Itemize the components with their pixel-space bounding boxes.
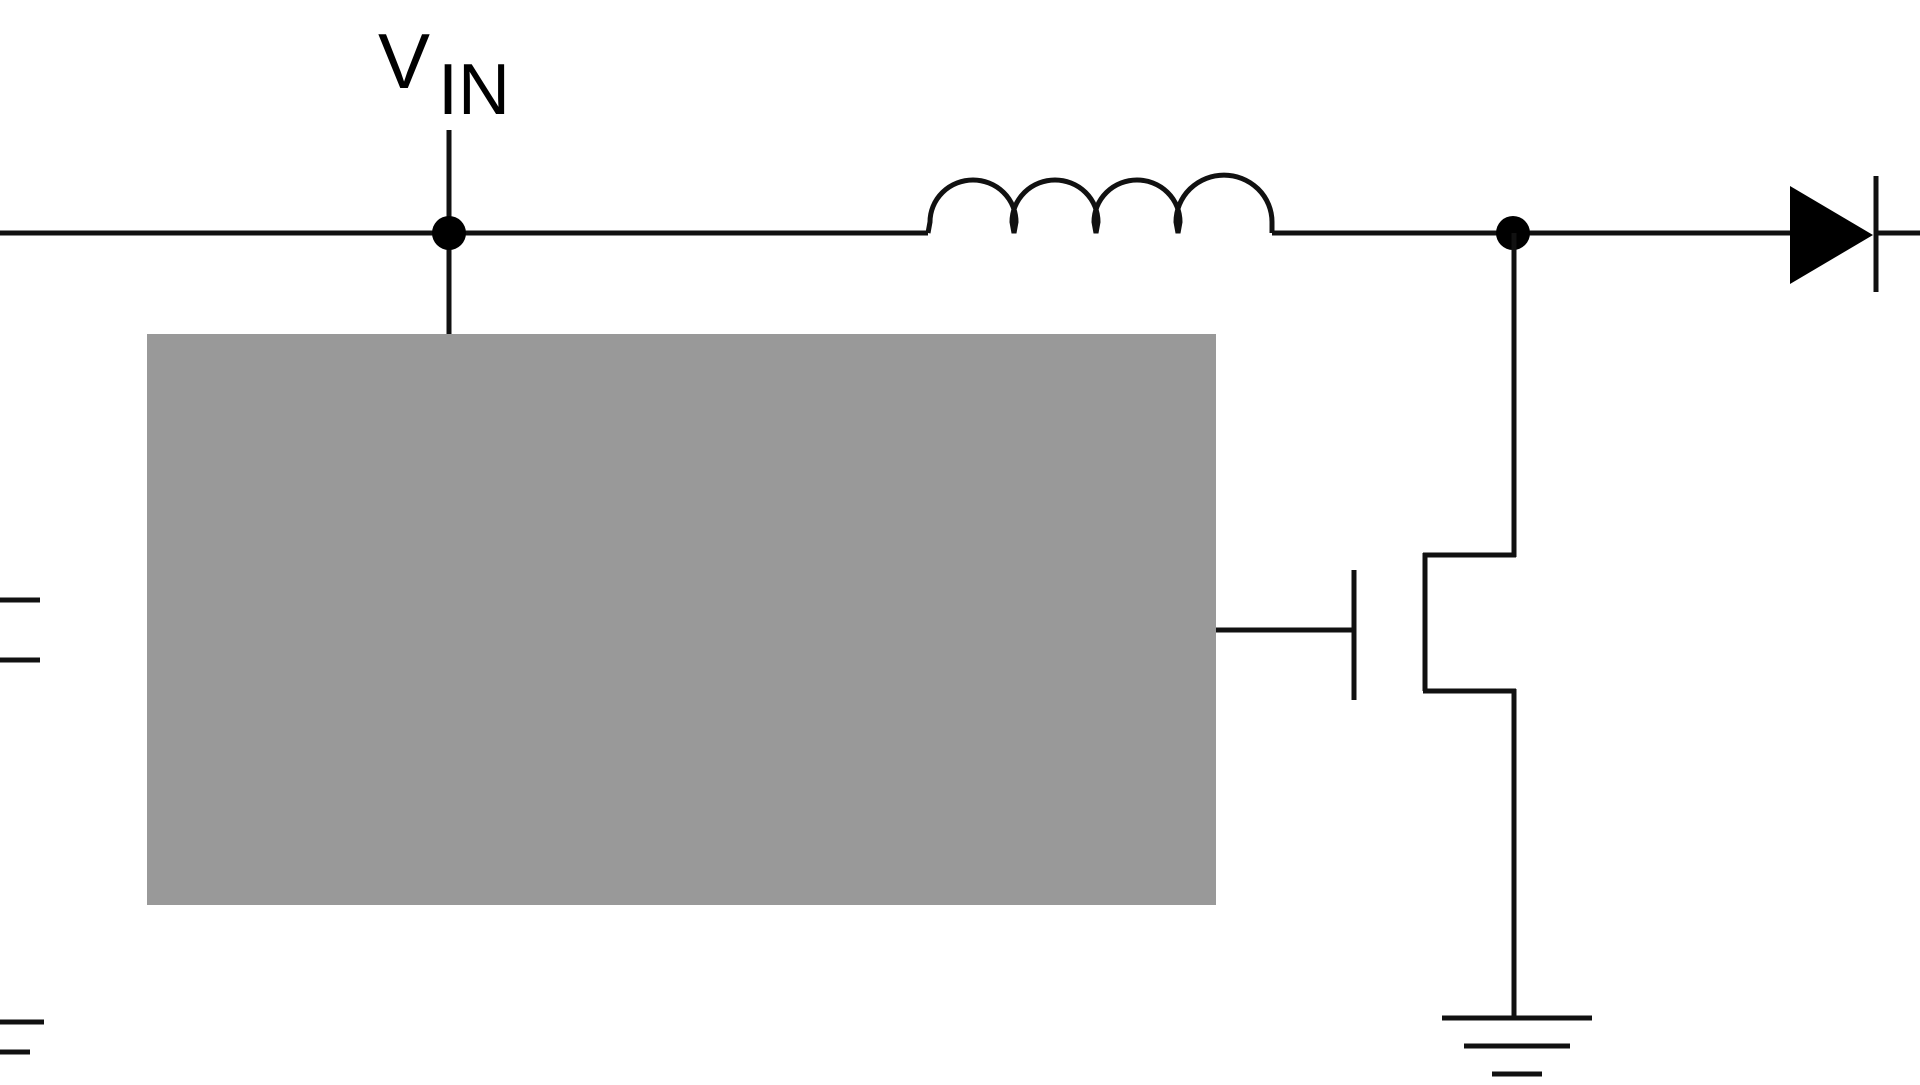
- left-edge-pin-marks: [0, 597, 44, 1055]
- vin-label-subscript: IN: [438, 50, 510, 130]
- inductor: [925, 172, 1275, 234]
- output-diode: [1790, 176, 1920, 292]
- vin-label-main: V: [378, 17, 430, 105]
- controller-block: [147, 334, 1216, 905]
- vin-label: V IN: [378, 17, 510, 130]
- mosfet-switch: [1351, 552, 1516, 700]
- diode-anode-triangle: [1790, 186, 1873, 284]
- input-supply-node: [432, 216, 466, 250]
- ground: [1442, 1015, 1592, 1077]
